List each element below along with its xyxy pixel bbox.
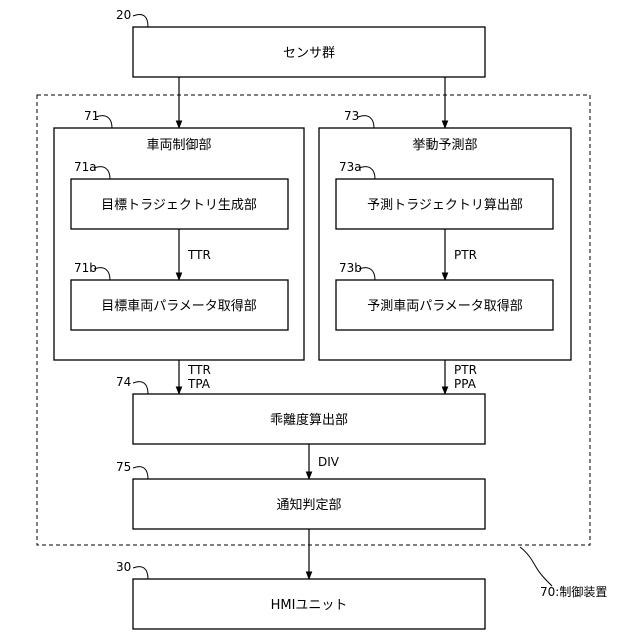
signal-tpa-out: TPA	[187, 377, 211, 391]
vehicle-control-label: 車両制御部	[146, 138, 211, 153]
notification-ref: 75	[116, 460, 131, 474]
signal-ptr-internal: PTR	[454, 248, 477, 262]
signal-ttr-out: TTR	[187, 363, 211, 377]
signal-div: DIV	[318, 455, 340, 469]
target-trajectory-ref: 71a	[74, 160, 97, 174]
sensor-leader	[133, 14, 148, 27]
notification-label: 通知判定部	[276, 497, 341, 513]
controller-label: 70:制御装置	[540, 584, 607, 599]
sensor-block: センサ群	[133, 27, 485, 77]
predicted-trajectory-block: 予測トラジェクトリ算出部	[336, 179, 553, 229]
notification-leader	[133, 467, 148, 479]
hmi-leader	[133, 567, 148, 579]
divergence-block: 乖離度算出部	[133, 394, 485, 444]
sensor-label: センサ群	[283, 46, 335, 61]
hmi-ref: 30	[116, 560, 131, 574]
target-params-label: 目標車両パラメータ取得部	[101, 298, 257, 314]
signal-ttr-internal: TTR	[187, 248, 211, 262]
divergence-label: 乖離度算出部	[270, 412, 348, 428]
hmi-block: HMIユニット	[133, 579, 485, 629]
notification-block: 通知判定部	[133, 479, 485, 529]
behavior-prediction-label: 挙動予測部	[412, 138, 477, 153]
target-params-ref: 71b	[74, 261, 97, 275]
predicted-params-label: 予測車両パラメータ取得部	[367, 298, 523, 314]
divergence-ref: 74	[116, 375, 131, 389]
target-trajectory-block: 目標トラジェクトリ生成部	[71, 179, 288, 229]
divergence-leader	[133, 382, 148, 394]
vehicle-control-ref: 71	[84, 109, 99, 123]
predicted-params-ref: 73b	[339, 261, 362, 275]
sensor-ref: 20	[116, 8, 131, 22]
signal-ppa-out: PPA	[454, 377, 477, 391]
predicted-trajectory-ref: 73a	[339, 160, 362, 174]
target-params-block: 目標車両パラメータ取得部	[71, 280, 288, 330]
target-trajectory-label: 目標トラジェクトリ生成部	[101, 198, 257, 213]
controller-leader	[520, 547, 552, 586]
predicted-params-block: 予測車両パラメータ取得部	[336, 280, 553, 330]
behavior-prediction-ref: 73	[344, 109, 359, 123]
behavior-prediction-leader	[358, 116, 374, 128]
predicted-trajectory-label: 予測トラジェクトリ算出部	[367, 198, 523, 213]
hmi-label: HMIユニット	[271, 598, 348, 613]
signal-ptr-out: PTR	[454, 363, 477, 377]
